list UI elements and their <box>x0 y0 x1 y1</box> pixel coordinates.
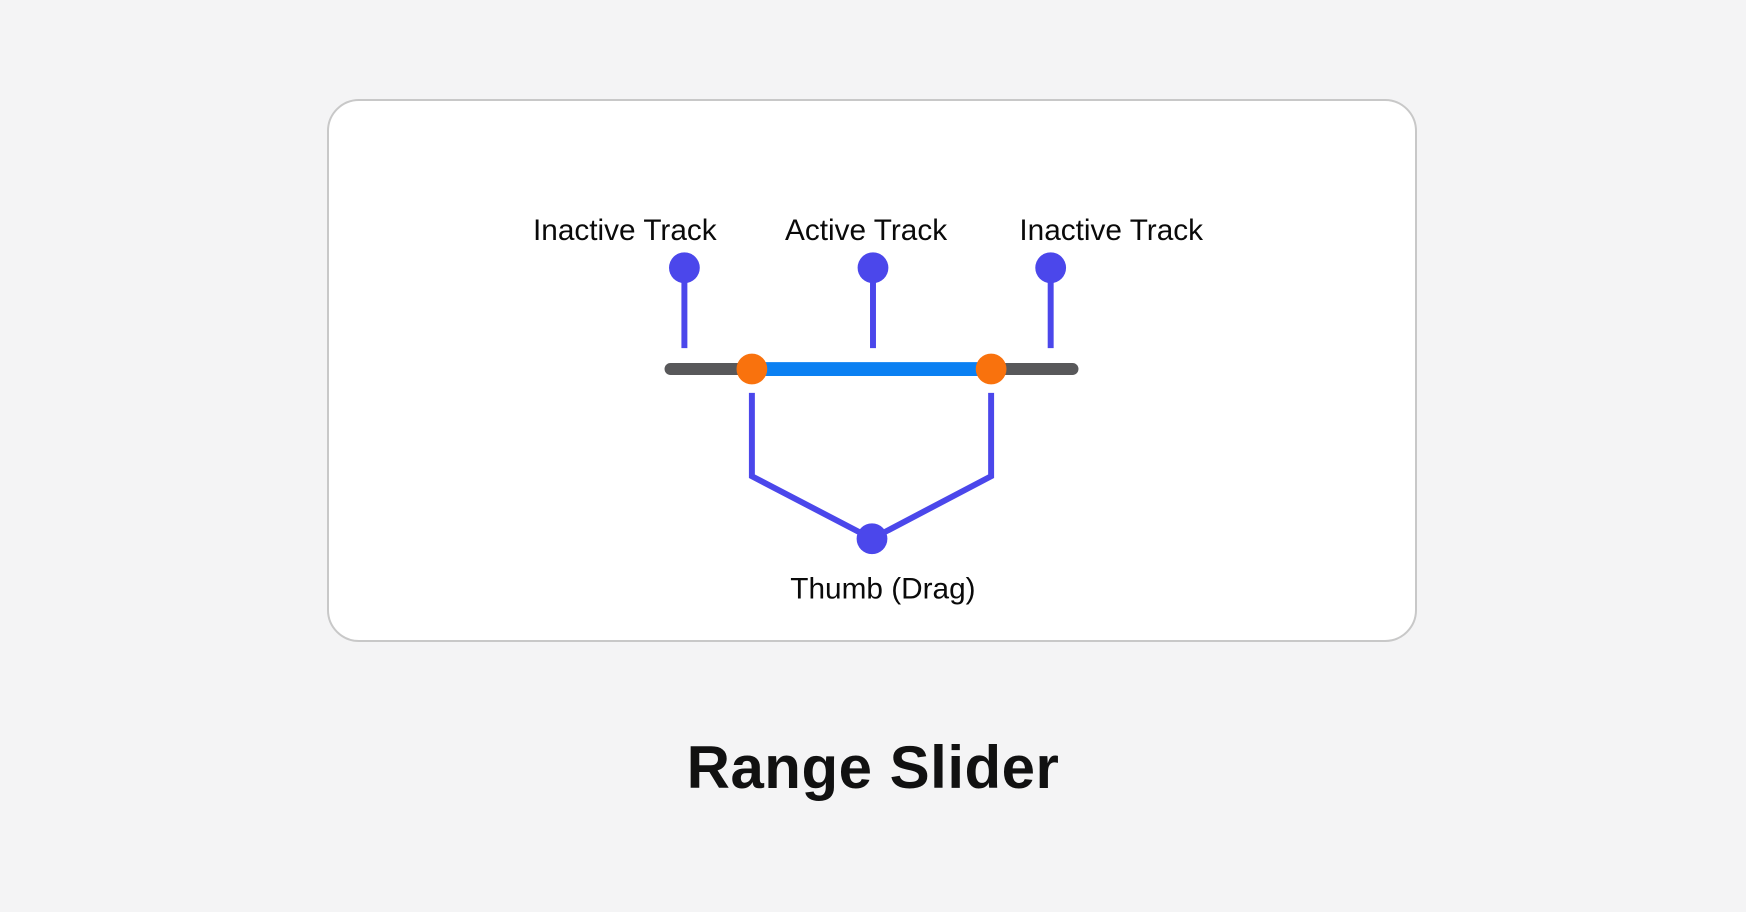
slider-active-track[interactable] <box>751 362 992 376</box>
slider-thumb-right[interactable] <box>975 353 1007 385</box>
inactive-track-left-label: Inactive Track <box>533 214 717 247</box>
inactive-track-left-pin-icon <box>669 252 700 284</box>
thumb-label: Thumb (Drag) <box>790 572 975 605</box>
range-slider-diagram: Inactive Track Active Track Inactive Tra… <box>533 214 1203 605</box>
thumb-leader-line-right <box>870 392 995 542</box>
slider-thumb-left[interactable] <box>736 353 768 385</box>
page-title: Range Slider <box>686 733 1060 801</box>
thumb-pin-icon <box>856 523 888 555</box>
inactive-track-right-label: Inactive Track <box>1019 214 1203 247</box>
active-track-label: Active Track <box>785 214 947 247</box>
component-card: Inactive Track Active Track Inactive Tra… <box>327 99 1417 642</box>
active-track-pin-icon <box>857 252 889 284</box>
inactive-track-right-pin-icon <box>1035 252 1067 284</box>
thumb-leader-line-left <box>748 392 874 542</box>
